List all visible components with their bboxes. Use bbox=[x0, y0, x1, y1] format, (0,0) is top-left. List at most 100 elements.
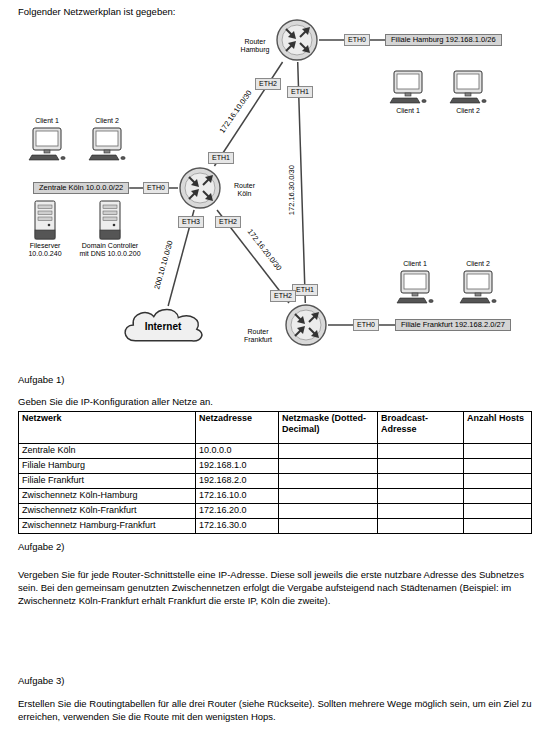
table-cell: 192.168.1.0 bbox=[196, 459, 279, 474]
client-icon: Client 2 bbox=[459, 260, 497, 304]
link-network-label: 172.16.10.0/30 bbox=[218, 88, 255, 135]
interface-label: ETH0 bbox=[353, 319, 379, 331]
network-band: Zentrale Köln 10.0.0.0/22 bbox=[33, 182, 129, 194]
interface-label: ETH3 bbox=[178, 216, 204, 228]
table-cell: 192.168.2.0 bbox=[196, 474, 279, 489]
table-cell bbox=[279, 459, 378, 474]
node-label: Filiale Frankfurt 192.168.2.0/27 bbox=[401, 321, 505, 329]
node-label: Domain Controller mit DNS 10.0.0.200 bbox=[79, 242, 141, 258]
node-label: Client 2 bbox=[466, 260, 490, 267]
client-icon: Client 1 bbox=[389, 70, 427, 114]
cell-text: Broadcast- Adresse bbox=[381, 413, 428, 434]
table-cell bbox=[378, 474, 464, 489]
table-cell bbox=[279, 444, 378, 459]
interface-label: ETH0 bbox=[143, 182, 169, 194]
task-text: Vergeben Sie für jede Router-Schnittstel… bbox=[18, 569, 540, 607]
table-row: Zwischennetz Köln-Hamburg 172.16.10.0 bbox=[19, 489, 532, 504]
cell-text: Zwischennetz Köln-Hamburg bbox=[22, 490, 138, 500]
computer-symbol bbox=[88, 127, 126, 161]
computer-symbol bbox=[459, 270, 497, 304]
cell-text: 10.0.0.0 bbox=[199, 445, 232, 455]
node-label: Client 2 bbox=[95, 117, 119, 124]
table-row: Zentrale Köln 10.0.0.0 bbox=[19, 444, 532, 459]
cell-text: Zentrale Köln bbox=[22, 445, 76, 455]
link-network-label: 172.16.20.0/30 bbox=[245, 227, 284, 273]
task-heading: Aufgabe 1) bbox=[18, 374, 218, 387]
computer-symbol bbox=[396, 270, 434, 304]
cell-text: Netzwerk bbox=[22, 413, 62, 423]
network-link bbox=[214, 62, 282, 166]
table-cell: Zentrale Köln bbox=[19, 444, 196, 459]
table-cell bbox=[378, 504, 464, 519]
router-symbol bbox=[275, 18, 319, 62]
table-cell bbox=[464, 444, 532, 459]
node-label: Fileserver 10.0.0.240 bbox=[14, 242, 76, 258]
node-label: Router Köln bbox=[234, 182, 255, 198]
router-icon: Router Köln bbox=[178, 166, 222, 210]
router-icon: Router Frankfurt bbox=[284, 303, 328, 347]
table-cell bbox=[279, 519, 378, 534]
table-cell bbox=[464, 489, 532, 504]
table-cell: Netzadresse bbox=[196, 412, 279, 444]
table-cell: 172.16.20.0 bbox=[196, 504, 279, 519]
interface-label: ETH2 bbox=[255, 78, 281, 90]
table-cell: Zwischennetz Köln-Frankfurt bbox=[19, 504, 196, 519]
cell-text: Netzadresse bbox=[199, 413, 252, 423]
cloud-icon: Internet bbox=[120, 306, 206, 344]
node-label: Filiale Hamburg 192.168.1.0/26 bbox=[391, 36, 496, 44]
table-cell bbox=[464, 519, 532, 534]
node-label: Client 1 bbox=[403, 260, 427, 267]
router-icon: Router Hamburg bbox=[275, 18, 319, 62]
node-label: Router Hamburg bbox=[237, 38, 273, 54]
table-cell bbox=[279, 504, 378, 519]
router-symbol bbox=[284, 303, 328, 347]
server-icon: Fileserver 10.0.0.240 bbox=[14, 200, 76, 258]
table-cell bbox=[378, 459, 464, 474]
table-cell bbox=[279, 474, 378, 489]
table-cell: Netzmaske (Dotted-Decimal) bbox=[279, 412, 378, 444]
node-label: Client 2 bbox=[456, 107, 480, 114]
cell-text: Netzmaske (Dotted-Decimal) bbox=[282, 413, 366, 434]
node-label: Internet bbox=[145, 321, 182, 332]
server-icon: Domain Controller mit DNS 10.0.0.200 bbox=[79, 200, 141, 258]
table-row: Zwischennetz Köln-Frankfurt172.16.20.0 bbox=[19, 504, 532, 519]
table-cell: 172.16.30.0 bbox=[196, 519, 279, 534]
interface-label: ETH1 bbox=[208, 152, 234, 164]
cell-text: 192.168.2.0 bbox=[199, 475, 247, 485]
cell-text: 172.16.10.0 bbox=[199, 490, 247, 500]
table-row: Zwischennetz Hamburg-Frankfurt 172.16.30.… bbox=[19, 519, 532, 534]
node-label: Client 1 bbox=[396, 107, 420, 114]
interface-label: ETH2 bbox=[270, 290, 296, 302]
server-symbol bbox=[32, 200, 58, 240]
task-text: Erstellen Sie die Routingtabellen für al… bbox=[18, 698, 540, 724]
cell-text: Filiale Frankfurt bbox=[22, 475, 84, 485]
table-cell: Anzahl Hosts bbox=[464, 412, 532, 444]
table-cell: Filiale Hamburg bbox=[19, 459, 196, 474]
node-label: Zentrale Köln 10.0.0.0/22 bbox=[39, 184, 123, 192]
table-cell bbox=[464, 459, 532, 474]
task-text: Geben Sie die IP-Konfiguration aller Net… bbox=[18, 396, 418, 409]
client-icon: Client 2 bbox=[449, 70, 487, 114]
ip-table: Netzwerk Netzadresse Netzmaske (Dotted-Dec… bbox=[18, 411, 532, 534]
cell-text: Zwischennetz Hamburg-Frankfurt bbox=[22, 520, 156, 530]
server-symbol bbox=[97, 200, 123, 240]
table-cell bbox=[279, 489, 378, 504]
task-heading: Aufgabe 3) bbox=[18, 675, 218, 688]
cell-text: 172.16.30.0 bbox=[199, 520, 247, 530]
table-cell bbox=[464, 504, 532, 519]
link-network-label: 172.16.30.0/30 bbox=[288, 164, 296, 216]
client-icon: Client 2 bbox=[88, 117, 126, 161]
computer-symbol bbox=[389, 70, 427, 104]
interface-label: ETH0 bbox=[344, 34, 370, 46]
node-label: Router Frankfurt bbox=[240, 328, 276, 344]
title: Folgender Netzwerkplan ist gegeben: bbox=[18, 6, 175, 19]
link-network-label: 200.10.10.0/30 bbox=[153, 239, 175, 291]
table-cell: Filiale Frankfurt bbox=[19, 474, 196, 489]
cell-text: 192.168.1.0 bbox=[199, 460, 247, 470]
node-label: Client 1 bbox=[35, 117, 59, 124]
client-icon: Client 1 bbox=[396, 260, 434, 304]
table-cell: Broadcast- Adresse bbox=[378, 412, 464, 444]
table-row: Filiale Hamburg192.168.1.0 bbox=[19, 459, 532, 474]
network-band: Filiale Frankfurt 192.168.2.0/27 bbox=[395, 319, 511, 331]
